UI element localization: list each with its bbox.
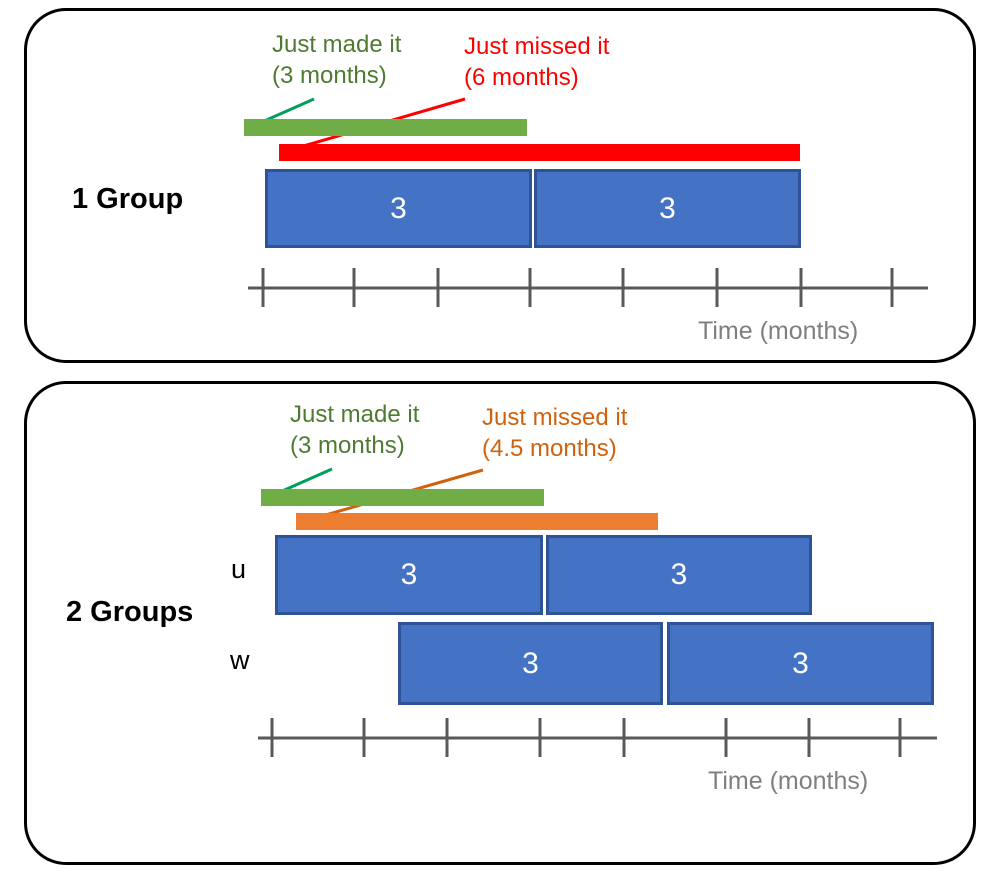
row-label-u: u	[231, 554, 247, 584]
task-box-label: 3	[522, 646, 539, 680]
task-box-label: 3	[659, 191, 676, 225]
just-made-it-bar-2	[261, 489, 544, 506]
callout-line-1: Just missed it	[464, 33, 610, 60]
callout-just-missed-it-2: Just missed it (4.5 months)	[482, 403, 627, 464]
just-made-it-bar-1	[244, 119, 527, 136]
callout-line-2: (4.5 months)	[482, 434, 617, 462]
task-box: 3	[667, 622, 934, 705]
callout-line-1: Just made it	[272, 31, 402, 58]
callout-line-1: Just missed it	[482, 404, 628, 431]
task-box-label: 3	[400, 558, 418, 591]
callout-line-1: Just made it	[290, 401, 420, 428]
task-box: 3	[275, 535, 543, 615]
just-missed-it-bar-1	[279, 144, 800, 161]
task-box: 3	[534, 169, 801, 248]
task-box-label: 3	[390, 191, 407, 225]
callout-just-made-it-1: Just made it (3 months)	[272, 30, 401, 91]
group-label-two-groups: 2 Groups	[66, 596, 194, 628]
task-box: 3	[265, 169, 532, 248]
task-box: 3	[546, 535, 812, 615]
callout-line-2: (6 months)	[464, 63, 579, 91]
just-missed-it-bar-2	[296, 513, 658, 530]
task-box-label: 3	[792, 646, 809, 680]
callout-just-made-it-2: Just made it (3 months)	[290, 400, 419, 461]
axis-caption-panel-2: Time (months)	[708, 767, 869, 795]
axis-caption-panel-1: Time (months)	[698, 317, 859, 345]
group-label-one-group: 1 Group	[72, 183, 184, 215]
callout-line-2: (3 months)	[272, 61, 387, 89]
callout-line-2: (3 months)	[290, 431, 405, 459]
task-box: 3	[398, 622, 663, 705]
callout-just-missed-it-1: Just missed it (6 months)	[464, 32, 609, 93]
task-box-label: 3	[670, 558, 688, 591]
row-label-w: w	[230, 645, 250, 675]
